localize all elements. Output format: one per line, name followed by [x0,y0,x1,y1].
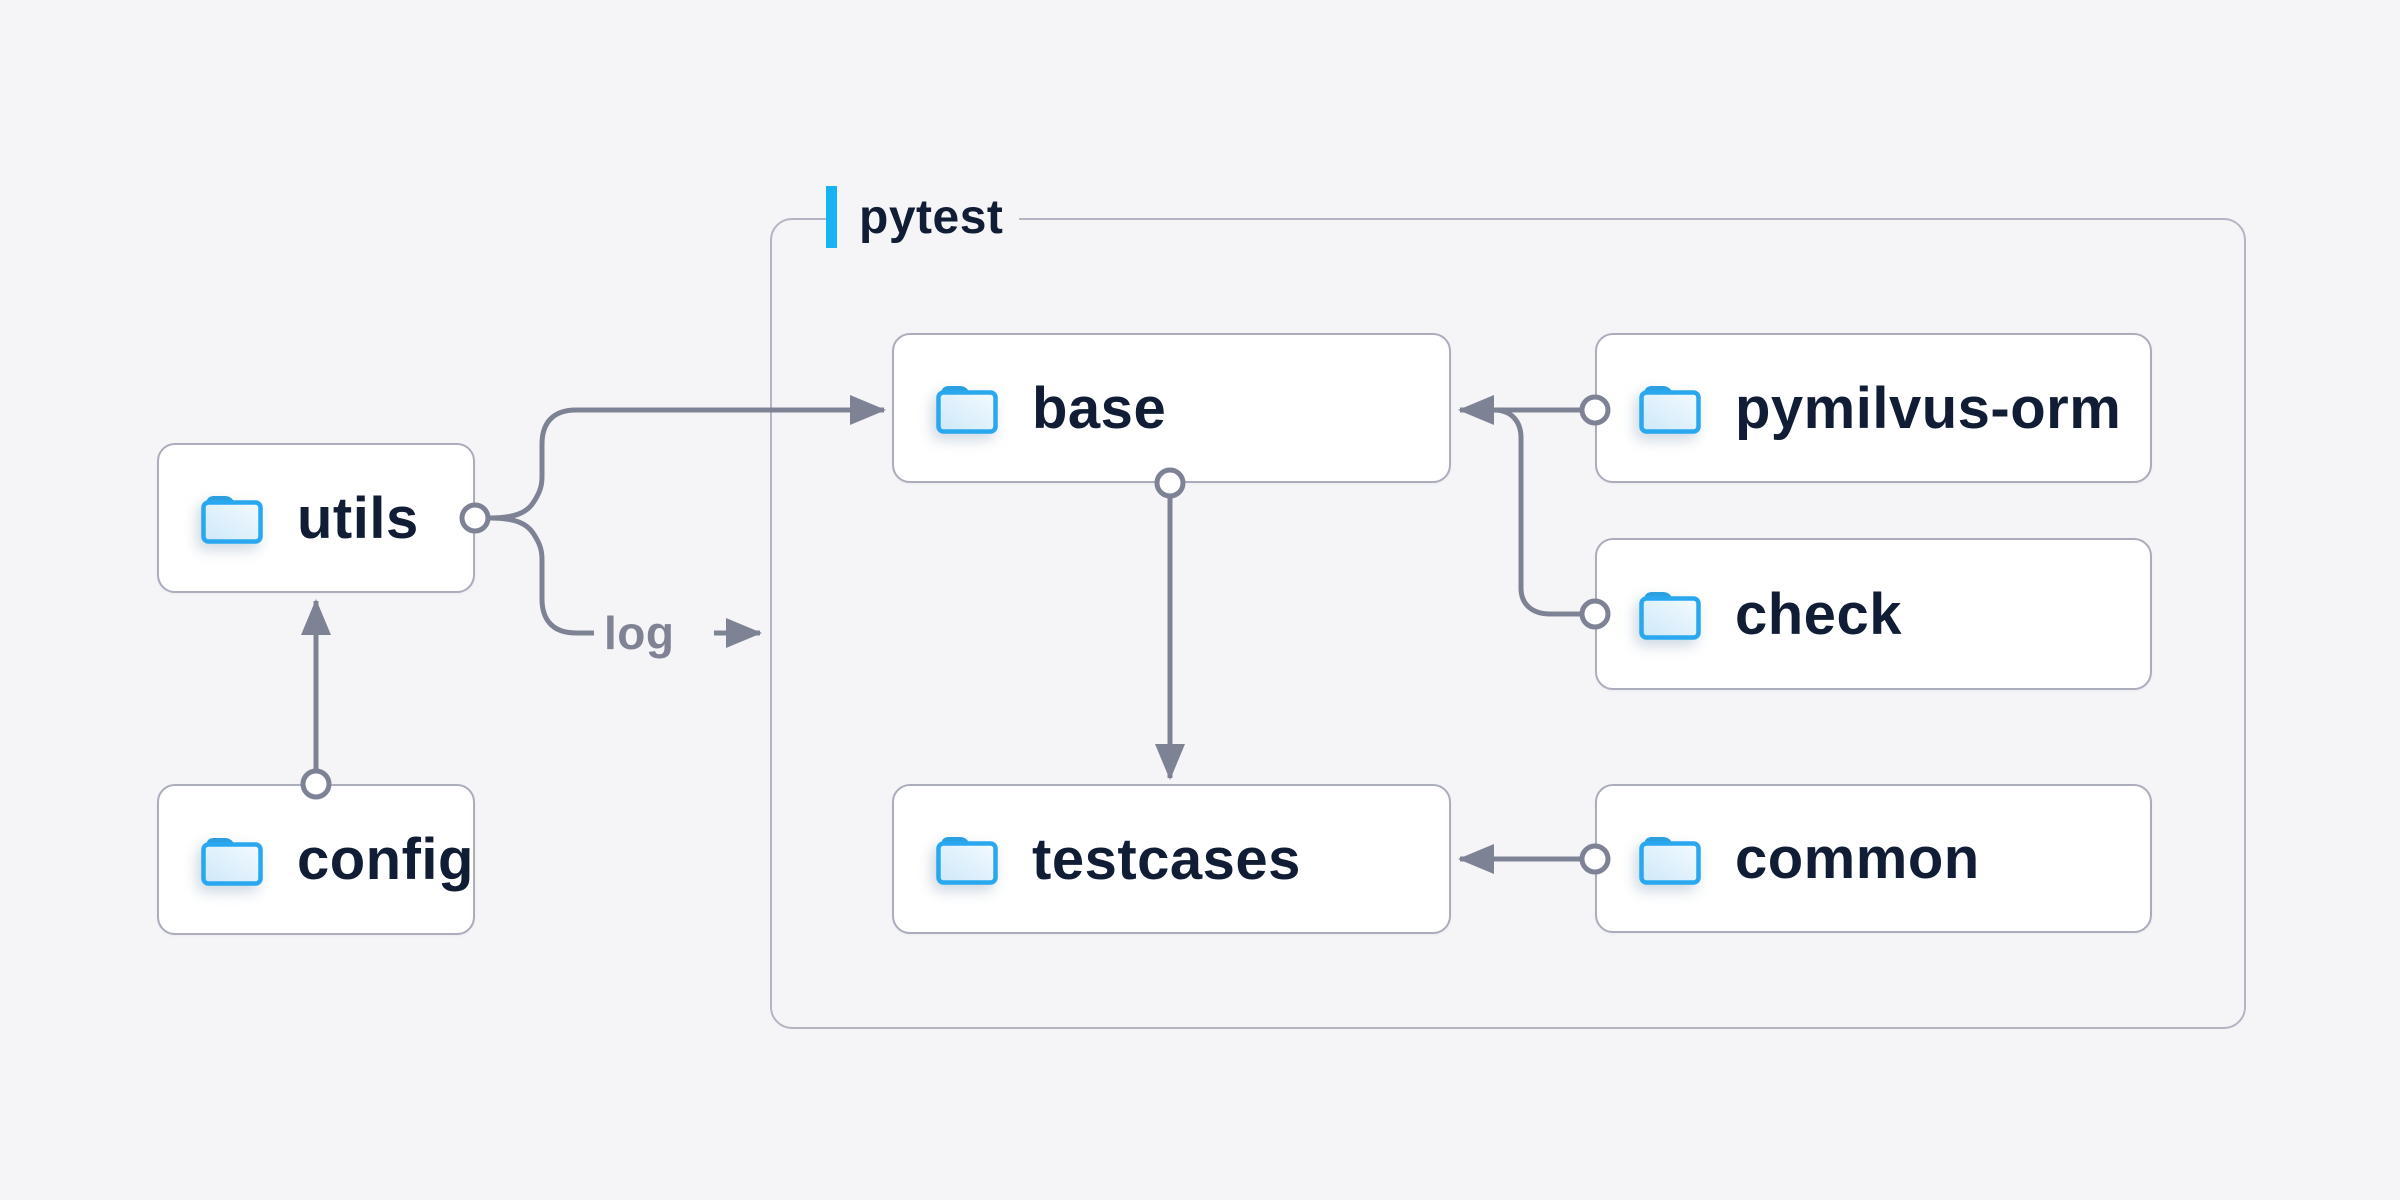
node-label: testcases [1032,826,1301,892]
node-common: common [1595,784,2152,933]
node-label: common [1735,826,1980,891]
node-label: base [1032,375,1167,441]
node-testcases: testcases [892,784,1451,934]
node-utils: utils [157,443,475,593]
folder-icon [1639,592,1701,640]
node-label: config [297,827,474,892]
folder-icon [936,386,998,434]
pytest-group-container [770,218,2246,1029]
folder-icon [936,837,998,885]
node-label: pymilvus-orm [1735,375,2122,441]
pytest-group-label: pytest [826,184,1020,250]
edge-label-log: log [604,607,675,659]
folder-icon [201,496,263,544]
node-pymilvus-orm: pymilvus-orm [1595,333,2152,483]
edge-utils-log [489,515,594,636]
node-label: utils [297,485,419,551]
folder-icon [201,837,263,886]
folder-icon [1639,386,1701,434]
accent-bar [826,186,837,248]
folder-icon [1639,836,1701,885]
pytest-group-title: pytest [859,190,1004,244]
node-check: check [1595,538,2152,690]
node-base: base [892,333,1451,483]
node-config: config [157,784,475,935]
node-label: check [1735,581,1902,647]
